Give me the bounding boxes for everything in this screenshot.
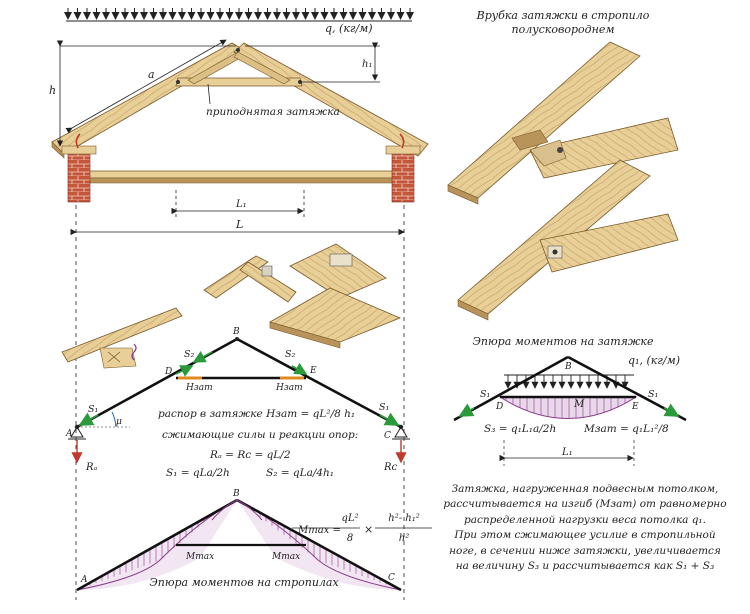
rafter-node-a: A: [80, 575, 88, 585]
formula-s2: S₂ = qLa/4h₁: [266, 467, 334, 479]
node-b: B: [232, 327, 240, 337]
description-line-2: рассчитывается на изгиб (Mзат) от равном…: [443, 498, 727, 511]
force-diagram: [68, 337, 410, 464]
tie-node-e: E: [631, 402, 639, 412]
tie-load-label: q₁, (кг/м): [628, 354, 680, 367]
dim-label-l1: L₁: [235, 199, 247, 210]
dim-label-h1: h₁: [362, 59, 372, 70]
connection-details: [61, 243, 402, 369]
rafter-times: ×: [364, 523, 373, 536]
tie-node-b: B: [564, 362, 572, 372]
angle-mu: μ: [116, 417, 122, 427]
tie-dim-l1: L₁: [561, 447, 573, 458]
rafter-mmax-right: Mmax: [271, 552, 300, 562]
description-line-1: Затяжка, нагруженная подвесным потолком,: [451, 483, 719, 495]
rafter-mmax-left: Mmax: [185, 552, 214, 562]
reaction-rc: Rᴄ: [383, 462, 398, 473]
node-d: D: [164, 367, 172, 377]
node-a: A: [65, 429, 73, 439]
joint-illustration-lower: [457, 159, 679, 321]
force-h-right: Hзат: [275, 383, 303, 393]
force-s1-right: S₁: [379, 402, 389, 413]
load-arrows-top: [64, 8, 414, 22]
tie-moment-diagram: [453, 355, 687, 466]
rafter-frac1-num: qL²: [341, 513, 358, 524]
dim-label-l: L: [235, 218, 243, 231]
rafter-formula-lhs: Mmax =: [297, 525, 341, 536]
formula-forces-heading: сжимающие силы и реакции опор:: [162, 429, 358, 441]
tie-formula-s3: S₃ = q₁L₁a/2h: [484, 423, 556, 435]
rafter-moment-title: Эпюра моментов на стропилах: [149, 576, 339, 589]
description-line-5: ноге, в сечении ниже затяжки, увеличивае…: [449, 544, 721, 557]
formula-reactions: Rₐ = Rᴄ = qL/2: [209, 449, 291, 461]
load-label-q: q, (кг/м): [325, 22, 373, 35]
dim-label-h: h: [49, 84, 56, 97]
node-c: C: [384, 431, 391, 441]
rafter-moment-diagram: [76, 498, 432, 592]
description-line-4: При этом сжимающее усилие в стропильной: [454, 529, 716, 542]
reaction-ra: Rₐ: [85, 462, 98, 473]
description-paragraph: Затяжка, нагруженная подвесным потолком,…: [440, 482, 730, 574]
dim-label-a: a: [148, 68, 155, 81]
force-h-left: Hзат: [185, 383, 213, 393]
force-s2-left: S₂: [184, 349, 195, 360]
tie-moment-title: Эпюра моментов на затяжке: [472, 335, 653, 348]
formula-thrust: распор в затяжке Hзат = qL²/8 h₁: [158, 408, 355, 420]
formula-s1: S₁ = qLa/2h: [166, 467, 230, 479]
rafter-node-c: C: [388, 573, 395, 583]
description-line-6: на величину S₃ и рассчитывается как S₁ +…: [455, 560, 715, 573]
tie-formula-m: Mзат = q₁L₁²/8: [583, 423, 669, 435]
joint-illustration-upper: [447, 41, 679, 205]
node-e: E: [309, 366, 317, 376]
rafter-frac1-den: 8: [347, 533, 353, 544]
tie-s1-right: S₁: [648, 389, 658, 400]
rafter-frac2-den: h²: [399, 533, 409, 544]
force-s1-left: S₁: [88, 404, 98, 415]
tie-s1-left: S₁: [480, 389, 490, 400]
tie-label: приподнятая затяжка: [206, 106, 340, 118]
tie-node-d: D: [495, 402, 503, 412]
dimension-lines-top: [56, 39, 405, 600]
joint-title-line-1: Врубка затяжки в стропило: [476, 9, 650, 22]
force-s2-right: S₂: [285, 349, 296, 360]
joint-title-line-2: полусковороднем: [512, 23, 615, 36]
rafter-frac2-num: h²- h₁²: [388, 513, 419, 524]
tie-moment-m: M: [573, 399, 585, 410]
rafter-node-b: B: [232, 489, 240, 499]
description-line-3: распределенной нагрузки веса потолка q₁.: [464, 513, 706, 526]
